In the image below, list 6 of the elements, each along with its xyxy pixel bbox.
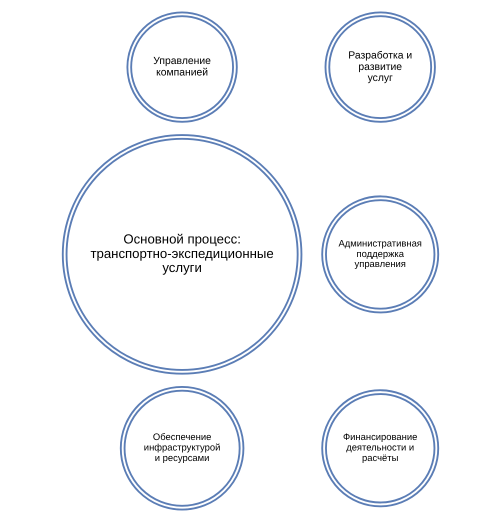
node-circle: Финансирование деятельности и расчёты [320,389,439,508]
node-circle: Основной процесс: транспортно-экспедиционные услуги [61,134,302,375]
node-circle: Административная поддержка управления [320,195,439,314]
node-circle: Разработка и развитие услуг [324,11,436,123]
node-circle: Обеспечение инфраструктурой и ресурсами [119,386,244,511]
node-circle: Управление компанией [126,11,238,123]
